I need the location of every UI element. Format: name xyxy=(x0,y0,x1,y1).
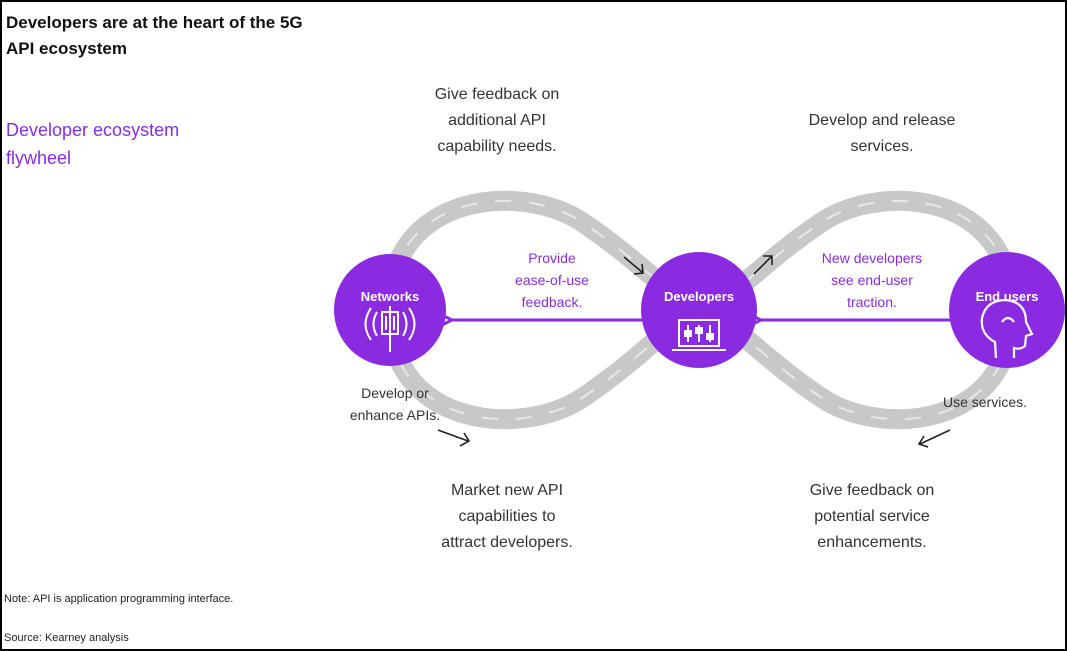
label-feedback-api: Give feedback on additional API capabili… xyxy=(434,86,560,155)
direction-arrows xyxy=(437,255,951,448)
developers-label: Developers xyxy=(663,289,735,304)
footnote: Note: API is application programming int… xyxy=(4,593,234,605)
end-users-node xyxy=(949,252,1065,368)
arrow-right-bottom xyxy=(917,429,951,448)
developers-node xyxy=(641,252,757,368)
label-use-services: Use services. xyxy=(942,394,1028,410)
page-title: Developers are at the heart of the 5G AP… xyxy=(6,13,303,58)
label-ease-of-use: Provide ease-of-use feedback. xyxy=(515,250,589,310)
label-develop-apis: Develop or enhance APIs. xyxy=(349,385,441,423)
source-note: Source: Kearney analysis xyxy=(4,632,129,644)
arrow-right-top xyxy=(753,255,773,275)
label-market-api: Market new API capabilities to attract d… xyxy=(441,482,573,551)
arrow-left-top xyxy=(623,256,644,275)
head-icon xyxy=(980,298,1034,359)
arrow-left-bottom xyxy=(437,429,471,447)
end-users-label: End users xyxy=(975,289,1039,304)
label-develop-release: Develop and release services. xyxy=(808,112,956,155)
diagram-subtitle: Developer ecosystem flywheel xyxy=(6,120,180,168)
label-feedback-service: Give feedback on potential service enhan… xyxy=(809,482,935,551)
antenna-icon xyxy=(364,306,416,352)
networks-label: Networks xyxy=(360,289,420,304)
label-new-developers: New developers see end-user traction. xyxy=(821,250,923,310)
laptop-icon xyxy=(672,319,726,351)
